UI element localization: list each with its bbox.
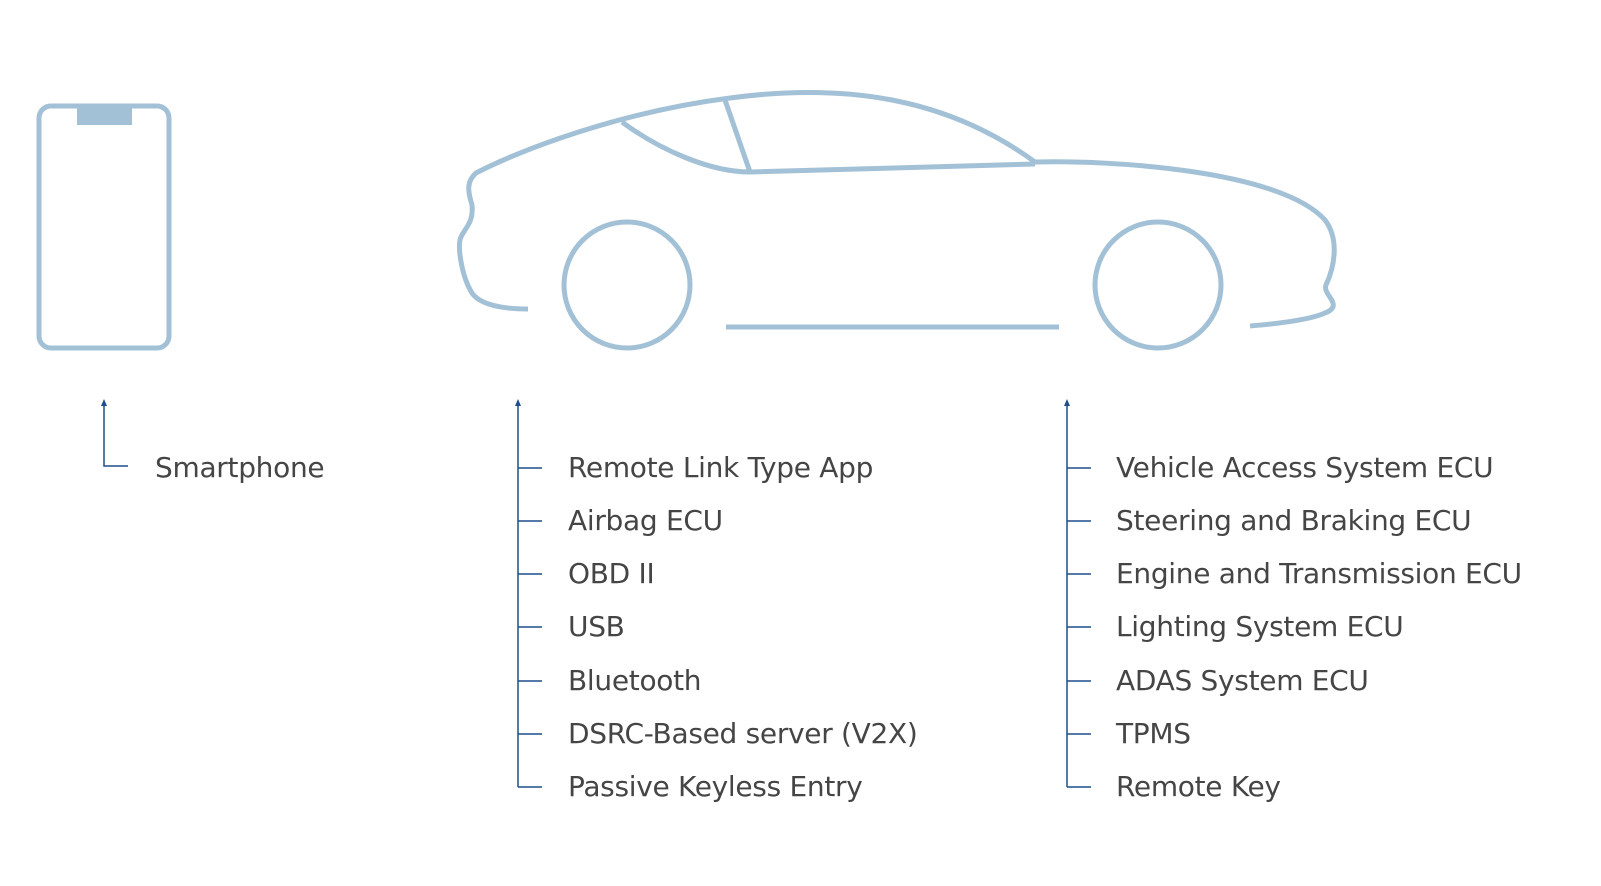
interface-item: Remote Link Type App: [568, 451, 874, 484]
interface-item: Airbag ECU: [568, 504, 723, 537]
interface-item: Passive Keyless Entry: [568, 770, 863, 803]
tree-connectors: [101, 399, 1091, 788]
ecu-item: Steering and Braking ECU: [1116, 504, 1472, 537]
ecu-item: Vehicle Access System ECU: [1116, 451, 1494, 484]
smartphone-icon: [36, 103, 172, 351]
ecu-item: ADAS System ECU: [1116, 664, 1369, 697]
interface-item: DSRC-Based server (V2X): [568, 717, 918, 750]
interface-item: OBD II: [568, 557, 655, 590]
interface-item: USB: [568, 610, 625, 643]
car-icon: [457, 90, 1337, 351]
ecu-item: Engine and Transmission ECU: [1116, 557, 1522, 590]
interface-item: Bluetooth: [568, 664, 702, 697]
smartphone-label: Smartphone: [155, 451, 325, 484]
ecu-item: Lighting System ECU: [1116, 610, 1404, 643]
ecu-item: TPMS: [1116, 717, 1191, 750]
ecu-item: Remote Key: [1116, 770, 1281, 803]
